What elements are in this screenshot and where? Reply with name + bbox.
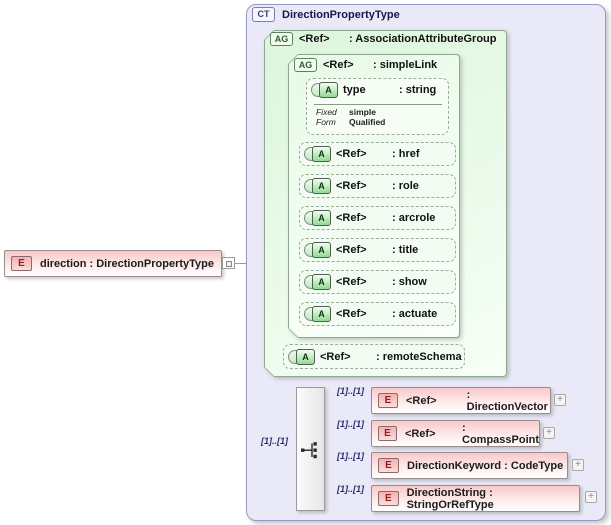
choice-icon bbox=[301, 442, 317, 459]
element-direction[interactable]: E direction : DirectionPropertyType bbox=[4, 250, 222, 277]
element-directionvector[interactable]: E <Ref> : DirectionVector bbox=[371, 387, 551, 414]
element-directionstring[interactable]: E DirectionString : StringOrRefType bbox=[371, 485, 580, 512]
attribute-badge-letter: A bbox=[312, 146, 331, 162]
element-badge-icon: E bbox=[378, 491, 399, 506]
choice-cardinality: [1]..[1] bbox=[261, 436, 288, 446]
element-badge-icon: E bbox=[11, 256, 32, 271]
facet-table: Fixed simple Form Qualified bbox=[316, 107, 385, 127]
collapse-handle-mark bbox=[226, 261, 232, 267]
attribute-ref: <Ref> bbox=[336, 308, 367, 320]
element-directionkeyword[interactable]: E DirectionKeyword : CodeType bbox=[371, 452, 568, 479]
attribute-datatype: : string bbox=[399, 84, 437, 96]
attribute-group-type: : AssociationAttributeGroup bbox=[349, 33, 497, 45]
simplelink-ref: <Ref> bbox=[323, 59, 354, 71]
attribute-badge-letter: A bbox=[312, 178, 331, 194]
collapse-handle[interactable] bbox=[222, 257, 235, 269]
element-compasspoint[interactable]: E <Ref> : CompassPoint bbox=[371, 420, 540, 447]
attribute-badge-icon: A bbox=[311, 82, 338, 98]
attribute-badge-letter: A bbox=[312, 274, 331, 290]
attribute-ref: <Ref> bbox=[336, 212, 367, 224]
attribute-badge-icon: A bbox=[304, 306, 331, 322]
attribute-ref: <Ref> bbox=[336, 180, 367, 192]
attribute-badge-letter: A bbox=[312, 306, 331, 322]
attribute-badge-icon: A bbox=[304, 274, 331, 290]
attribute-name: : remoteSchema bbox=[376, 350, 462, 363]
attribute-badge-letter: A bbox=[312, 210, 331, 226]
attribute-role-box[interactable]: A <Ref> : role bbox=[299, 174, 456, 198]
attribute-name: : href bbox=[392, 148, 420, 160]
attribute-badge-letter: A bbox=[296, 348, 315, 365]
attribute-badge-icon: A bbox=[304, 210, 331, 226]
facet-label: Form bbox=[316, 117, 336, 127]
attribute-href-box[interactable]: A <Ref> : href bbox=[299, 142, 456, 166]
attribute-badge-letter: A bbox=[312, 242, 331, 258]
element-type: DirectionString : StringOrRefType bbox=[406, 486, 494, 511]
element-badge-icon: E bbox=[378, 393, 398, 408]
facet-row-form: Form Qualified bbox=[316, 117, 385, 127]
element-badge-icon: E bbox=[378, 458, 399, 473]
simplelink-type: : simpleLink bbox=[373, 59, 438, 71]
attribute-name: : show bbox=[392, 276, 427, 288]
attribute-remoteschema-box[interactable]: A <Ref> : remoteSchema bbox=[283, 344, 465, 369]
expand-button-compasspoint[interactable]: + bbox=[543, 427, 555, 439]
attribute-type-box[interactable]: A type : string Fixed simple Form Qualif… bbox=[306, 78, 449, 135]
attribute-group-ref: <Ref> bbox=[299, 33, 330, 45]
facet-value: simple bbox=[349, 107, 376, 117]
cardinality-compasspoint: [1]..[1] bbox=[337, 419, 364, 429]
attribute-name: : title bbox=[392, 244, 419, 256]
attribute-badge-icon: A bbox=[304, 178, 331, 194]
cardinality-directionvector: [1]..[1] bbox=[337, 386, 364, 396]
expand-button-directionstring[interactable]: + bbox=[585, 491, 597, 503]
attribute-badge-icon: A bbox=[304, 146, 331, 162]
attribute-group-badge-icon: AG bbox=[270, 32, 293, 46]
facet-separator bbox=[314, 104, 442, 105]
choice-connector[interactable] bbox=[296, 387, 325, 511]
facet-value: Qualified bbox=[349, 117, 386, 127]
attribute-name: : arcrole bbox=[392, 212, 436, 224]
attribute-name: : role bbox=[392, 180, 419, 192]
simplelink-group-title: AG <Ref> : simpleLink bbox=[294, 58, 437, 72]
attribute-badge-icon: A bbox=[288, 348, 315, 365]
attribute-type-row: A type : string bbox=[307, 79, 448, 98]
attribute-name: type bbox=[343, 84, 366, 96]
complex-type-badge-icon: CT bbox=[252, 7, 275, 22]
cardinality-directionkeyword: [1]..[1] bbox=[337, 451, 364, 461]
attribute-ref: <Ref> bbox=[336, 148, 367, 160]
attribute-group-badge-icon: AG bbox=[294, 58, 317, 72]
complex-type-title: DirectionPropertyType bbox=[282, 8, 400, 21]
attribute-name: : actuate bbox=[392, 308, 438, 320]
facet-label: Fixed bbox=[316, 107, 337, 117]
expand-button-directionkeyword[interactable]: + bbox=[572, 459, 584, 471]
cardinality-directionstring: [1]..[1] bbox=[337, 484, 364, 494]
attribute-badge-letter: A bbox=[319, 82, 338, 98]
attribute-actuate-box[interactable]: A <Ref> : actuate bbox=[299, 302, 456, 326]
attribute-arcrole-box[interactable]: A <Ref> : arcrole bbox=[299, 206, 456, 230]
attribute-show-box[interactable]: A <Ref> : show bbox=[299, 270, 456, 294]
element-label: direction : DirectionPropertyType bbox=[40, 257, 214, 270]
element-type: : DirectionVector bbox=[466, 388, 548, 413]
element-type: : CompassPoint bbox=[462, 421, 540, 446]
element-badge-icon: E bbox=[378, 426, 397, 441]
attribute-ref: <Ref> bbox=[336, 276, 367, 288]
element-type: DirectionKeyword : CodeType bbox=[407, 459, 564, 472]
attribute-ref: <Ref> bbox=[336, 244, 367, 256]
connector-entry-line bbox=[235, 263, 256, 264]
complex-type-header: CT DirectionPropertyType bbox=[252, 7, 400, 22]
facet-row-fixed: Fixed simple bbox=[316, 107, 385, 117]
attribute-ref: <Ref> bbox=[320, 350, 351, 363]
element-ref: <Ref> bbox=[406, 394, 437, 407]
association-attribute-group-title: AG <Ref> : AssociationAttributeGroup bbox=[270, 32, 496, 46]
element-ref: <Ref> bbox=[404, 427, 436, 440]
attribute-badge-icon: A bbox=[304, 242, 331, 258]
expand-button-directionvector[interactable]: + bbox=[554, 394, 566, 406]
attribute-title-box[interactable]: A <Ref> : title bbox=[299, 238, 456, 262]
